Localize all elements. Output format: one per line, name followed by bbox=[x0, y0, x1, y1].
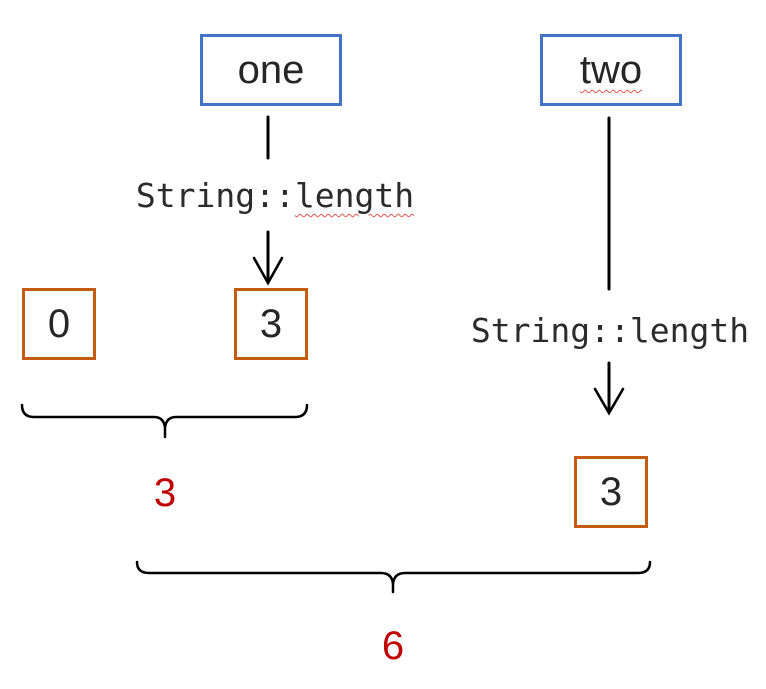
function-label-left-prefix: String:: bbox=[135, 176, 295, 215]
value-box-right-result: 3 bbox=[574, 456, 648, 528]
input-one-label: one bbox=[237, 48, 305, 92]
arrow-left-head-icon bbox=[252, 256, 284, 286]
value-right-result-label: 3 bbox=[599, 470, 623, 514]
underbrace-partial bbox=[20, 403, 309, 439]
value-left-result-label: 3 bbox=[259, 302, 283, 346]
input-box-one: one bbox=[200, 34, 342, 106]
function-label-left: String::length bbox=[136, 179, 414, 212]
input-two-label: two bbox=[579, 48, 643, 92]
function-label-right: String::length bbox=[470, 311, 750, 350]
arrow-right-head-icon bbox=[593, 387, 625, 416]
value-box-identity: 0 bbox=[22, 288, 96, 360]
value-box-left-result: 3 bbox=[234, 288, 308, 360]
result-total: 6 bbox=[381, 624, 405, 668]
result-partial: 3 bbox=[153, 471, 177, 515]
function-label-left-word: length bbox=[294, 176, 415, 215]
value-identity-label: 0 bbox=[47, 302, 71, 346]
underbrace-total bbox=[135, 560, 652, 594]
input-box-two: two bbox=[540, 34, 682, 106]
